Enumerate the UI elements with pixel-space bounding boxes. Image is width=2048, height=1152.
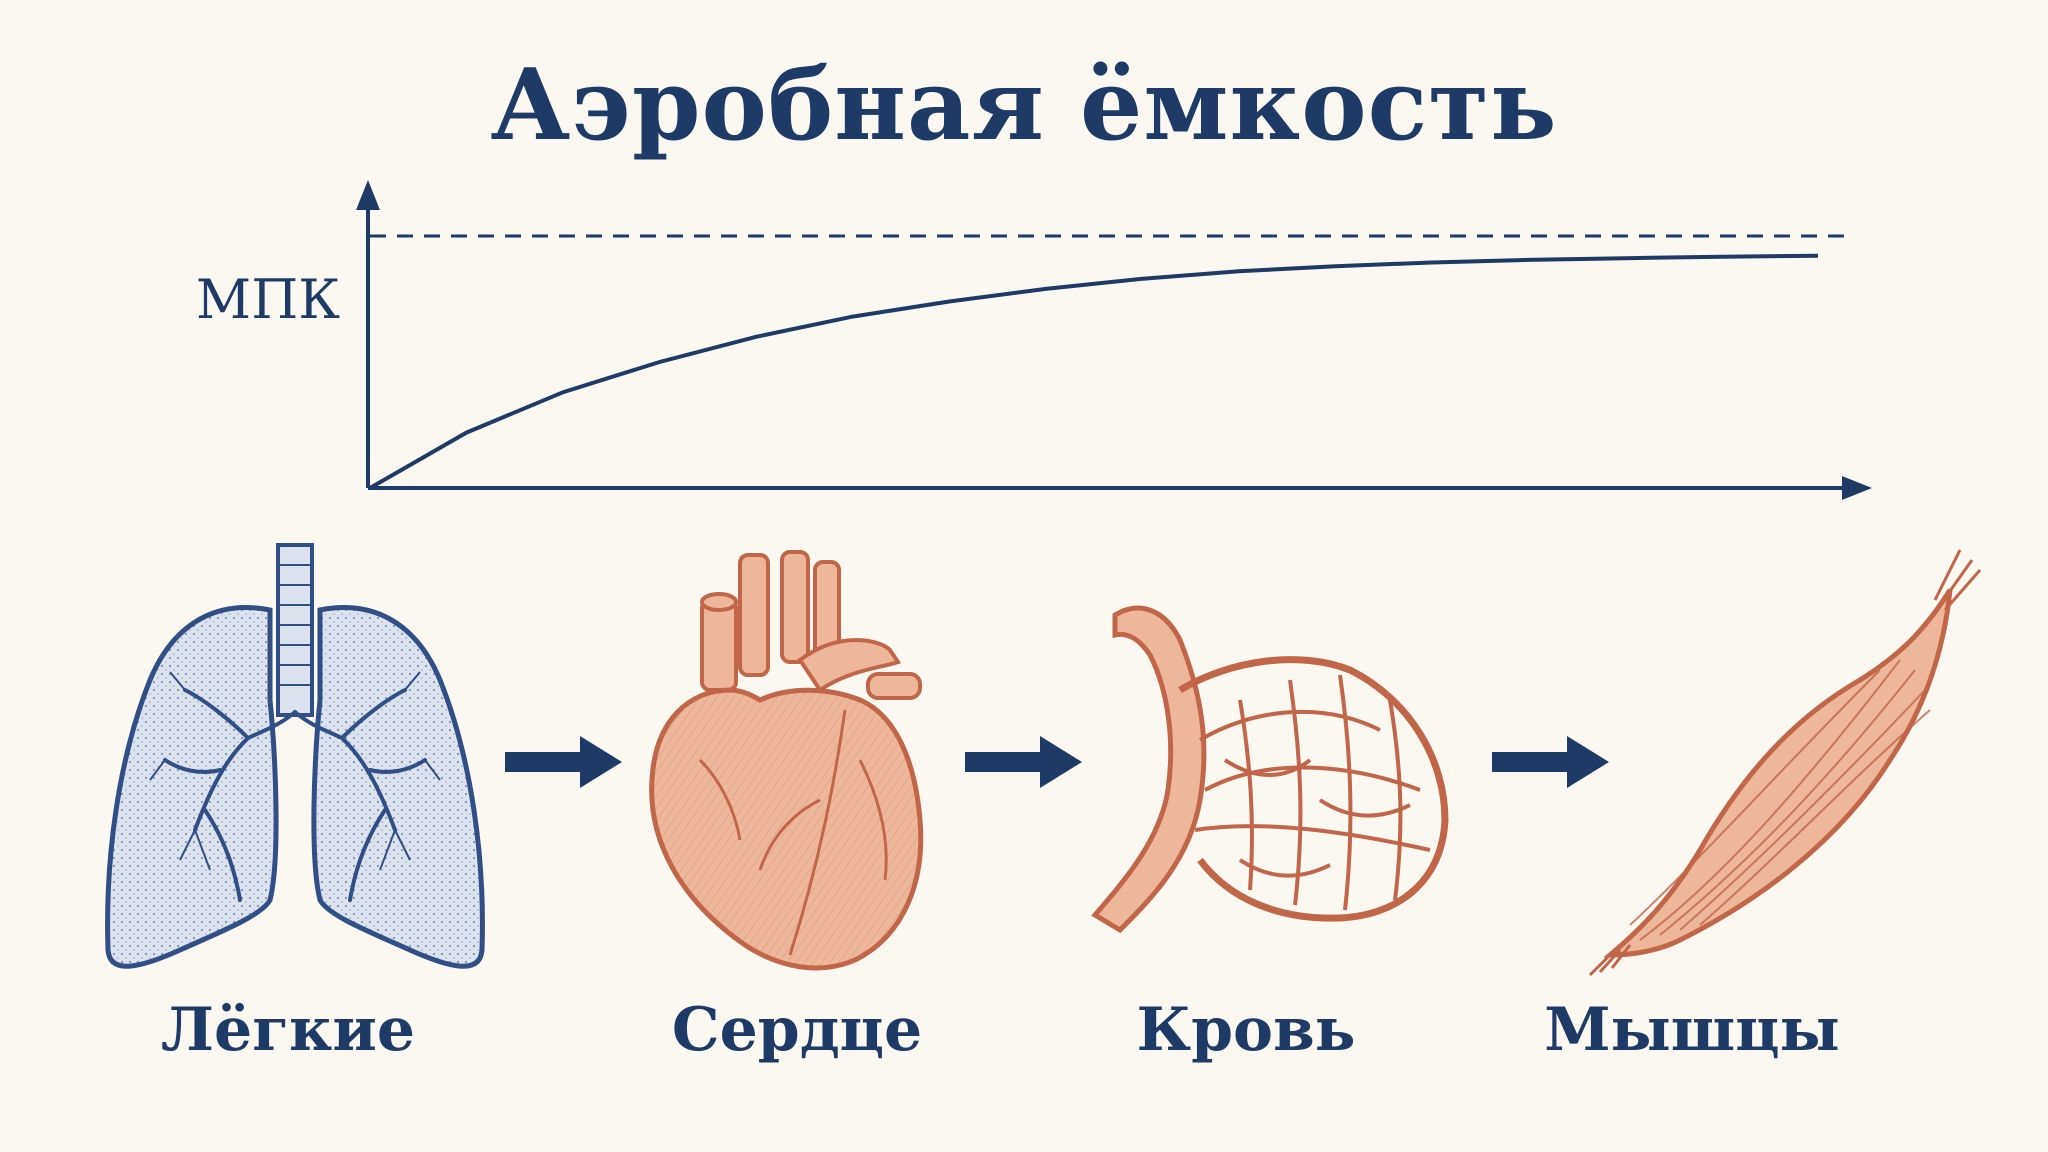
arrow-right-icon	[505, 736, 622, 788]
lungs-icon	[105, 543, 485, 969]
x-axis-arrow-icon	[1842, 476, 1872, 500]
step-label-blood: Кровь	[1136, 995, 1356, 1065]
capillary-network-icon	[1091, 605, 1449, 934]
aerobic-capacity-chart: МПК	[196, 180, 1872, 500]
y-axis-arrow-icon	[356, 180, 380, 210]
muscle-icon	[1588, 549, 1982, 977]
vo2max-label: МПК	[196, 268, 340, 331]
capacity-curve	[369, 253, 1819, 490]
step-label-muscles: Мышцы	[1544, 995, 1840, 1065]
arrow-right-icon	[1492, 736, 1609, 788]
arrow-right-icon	[965, 736, 1082, 788]
step-label-heart: Сердце	[671, 995, 923, 1065]
heart-icon	[649, 550, 924, 971]
page-title: Аэробная ёмкость	[490, 48, 1558, 163]
step-label-lungs: Лёгкие	[160, 995, 415, 1065]
